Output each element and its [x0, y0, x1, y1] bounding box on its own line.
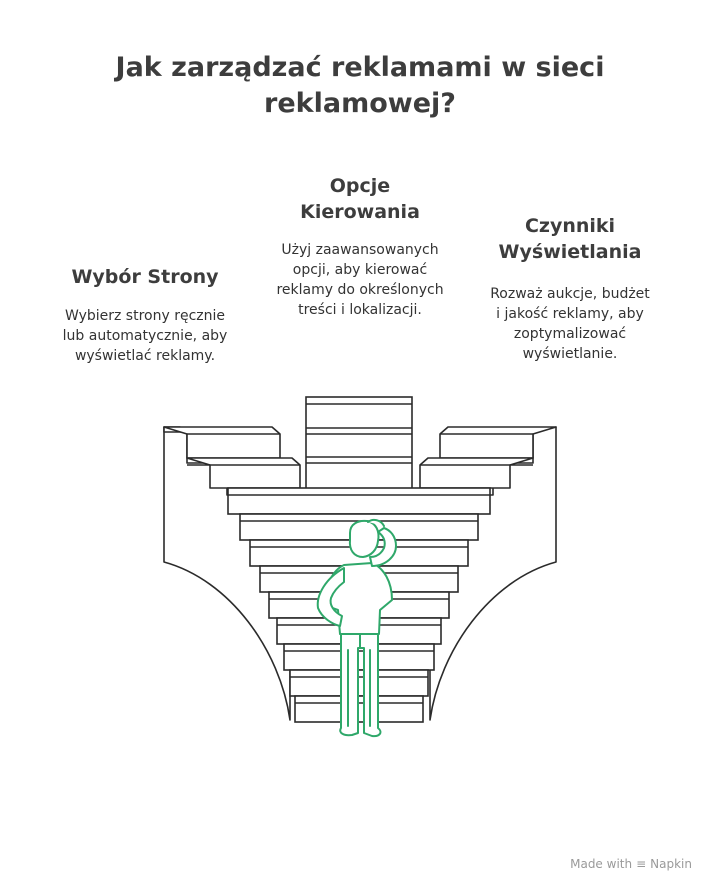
column-heading-site-selection: Wybór Strony: [71, 266, 219, 288]
footer-brand: Napkin: [650, 857, 692, 871]
footer-credit: Made with ≡ Napkin: [570, 857, 692, 871]
column-text-targeting-options: Użyj zaawansowanych opcji, aby kierować …: [276, 242, 444, 318]
column-text-display-factors: Rozważ aukcje, budżet i jakość reklamy, …: [490, 286, 650, 362]
column-heading-targeting-options: Opcje Kierowania: [300, 175, 420, 223]
column-text-site-selection: Wybierz strony ręcznie lub automatycznie…: [62, 308, 228, 364]
napkin-logo-icon: ≡: [636, 857, 647, 871]
thinking-person-figure: [316, 518, 397, 738]
column-heading-display-factors: Czynniki Wyświetlania: [498, 215, 642, 263]
figure-left-arm: [316, 567, 345, 627]
figure-left-leg: [339, 631, 361, 737]
footer-made-with: Made with: [570, 857, 633, 871]
center-column: [305, 396, 413, 493]
figure-head: [348, 519, 380, 558]
pyramid-step: [227, 487, 491, 515]
page-title: Jak zarządzać reklamami w sieci reklamow…: [115, 52, 605, 119]
